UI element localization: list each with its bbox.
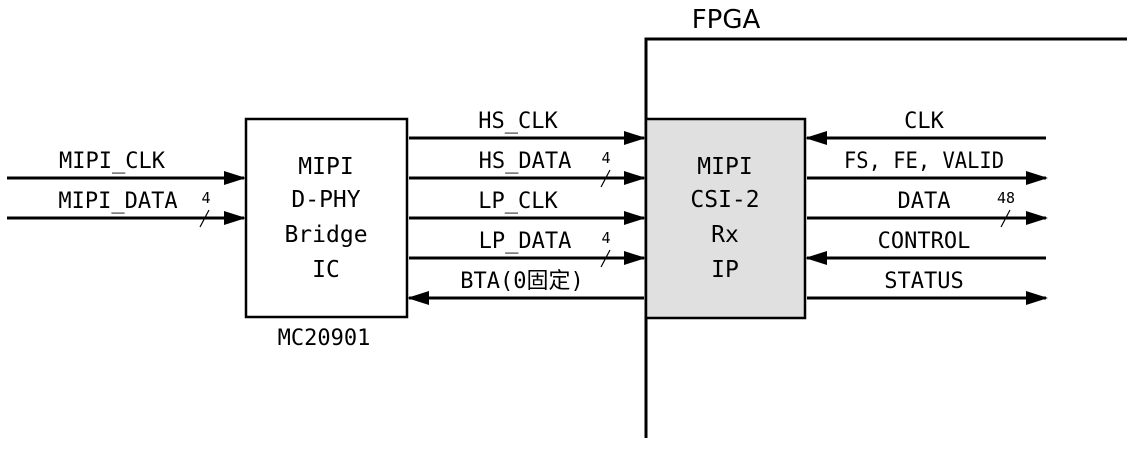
ip-line-3: Rx (711, 222, 739, 248)
csi2-rx-ip-block: MIPI CSI-2 Rx IP (644, 117, 807, 320)
signal-hs-clk-label: HS_CLK (478, 109, 558, 134)
input-mipi-clk-label: MIPI_CLK (59, 149, 166, 174)
port-fs-fe-valid-label: FS, FE, VALID (844, 149, 1004, 174)
input-mipi-clk: MIPI_CLK (7, 149, 246, 185)
port-data-width: 48 (997, 189, 1015, 207)
signal-bta-label: BTA(0固定) (460, 269, 583, 294)
ip-line-1: MIPI (697, 154, 752, 180)
port-data-label: DATA (898, 189, 951, 214)
fpga-title: FPGA (692, 5, 761, 35)
port-control: CONTROL (805, 229, 1046, 265)
bridge-line-3: Bridge (284, 222, 367, 248)
signal-lp-clk-label: LP_CLK (478, 189, 558, 214)
input-mipi-data-width: 4 (201, 189, 210, 207)
port-control-label: CONTROL (878, 229, 971, 254)
signal-hs-data-width: 4 (601, 149, 610, 167)
signal-lp-clk: LP_CLK (409, 189, 646, 225)
signal-bta: BTA(0固定) (407, 269, 644, 305)
bridge-line-2: D-PHY (291, 187, 360, 213)
signal-hs-data: HS_DATA 4 (409, 149, 646, 188)
signal-hs-clk: HS_CLK (409, 109, 646, 145)
signal-lp-data-label: LP_DATA (479, 229, 572, 254)
bridge-part-number: MC20901 (278, 326, 371, 351)
ip-line-2: CSI-2 (690, 187, 759, 213)
ip-line-4: IP (711, 257, 739, 283)
signal-hs-data-label: HS_DATA (479, 149, 572, 174)
port-clk: CLK (805, 109, 1046, 145)
input-mipi-data-label: MIPI_DATA (58, 189, 177, 214)
port-data: DATA 48 (807, 189, 1048, 228)
bridge-ic-block: MIPI D-PHY Bridge IC MC20901 (244, 117, 409, 351)
bridge-line-1: MIPI (298, 154, 353, 180)
signal-lp-data: LP_DATA 4 (409, 229, 646, 268)
input-mipi-data: MIPI_DATA 4 (7, 189, 246, 228)
port-status: STATUS (807, 269, 1048, 305)
port-clk-label: CLK (904, 109, 944, 134)
port-status-label: STATUS (884, 269, 963, 294)
signal-lp-data-width: 4 (601, 229, 610, 247)
port-fs-fe-valid: FS, FE, VALID (807, 149, 1048, 185)
bridge-line-4: IC (312, 257, 340, 283)
